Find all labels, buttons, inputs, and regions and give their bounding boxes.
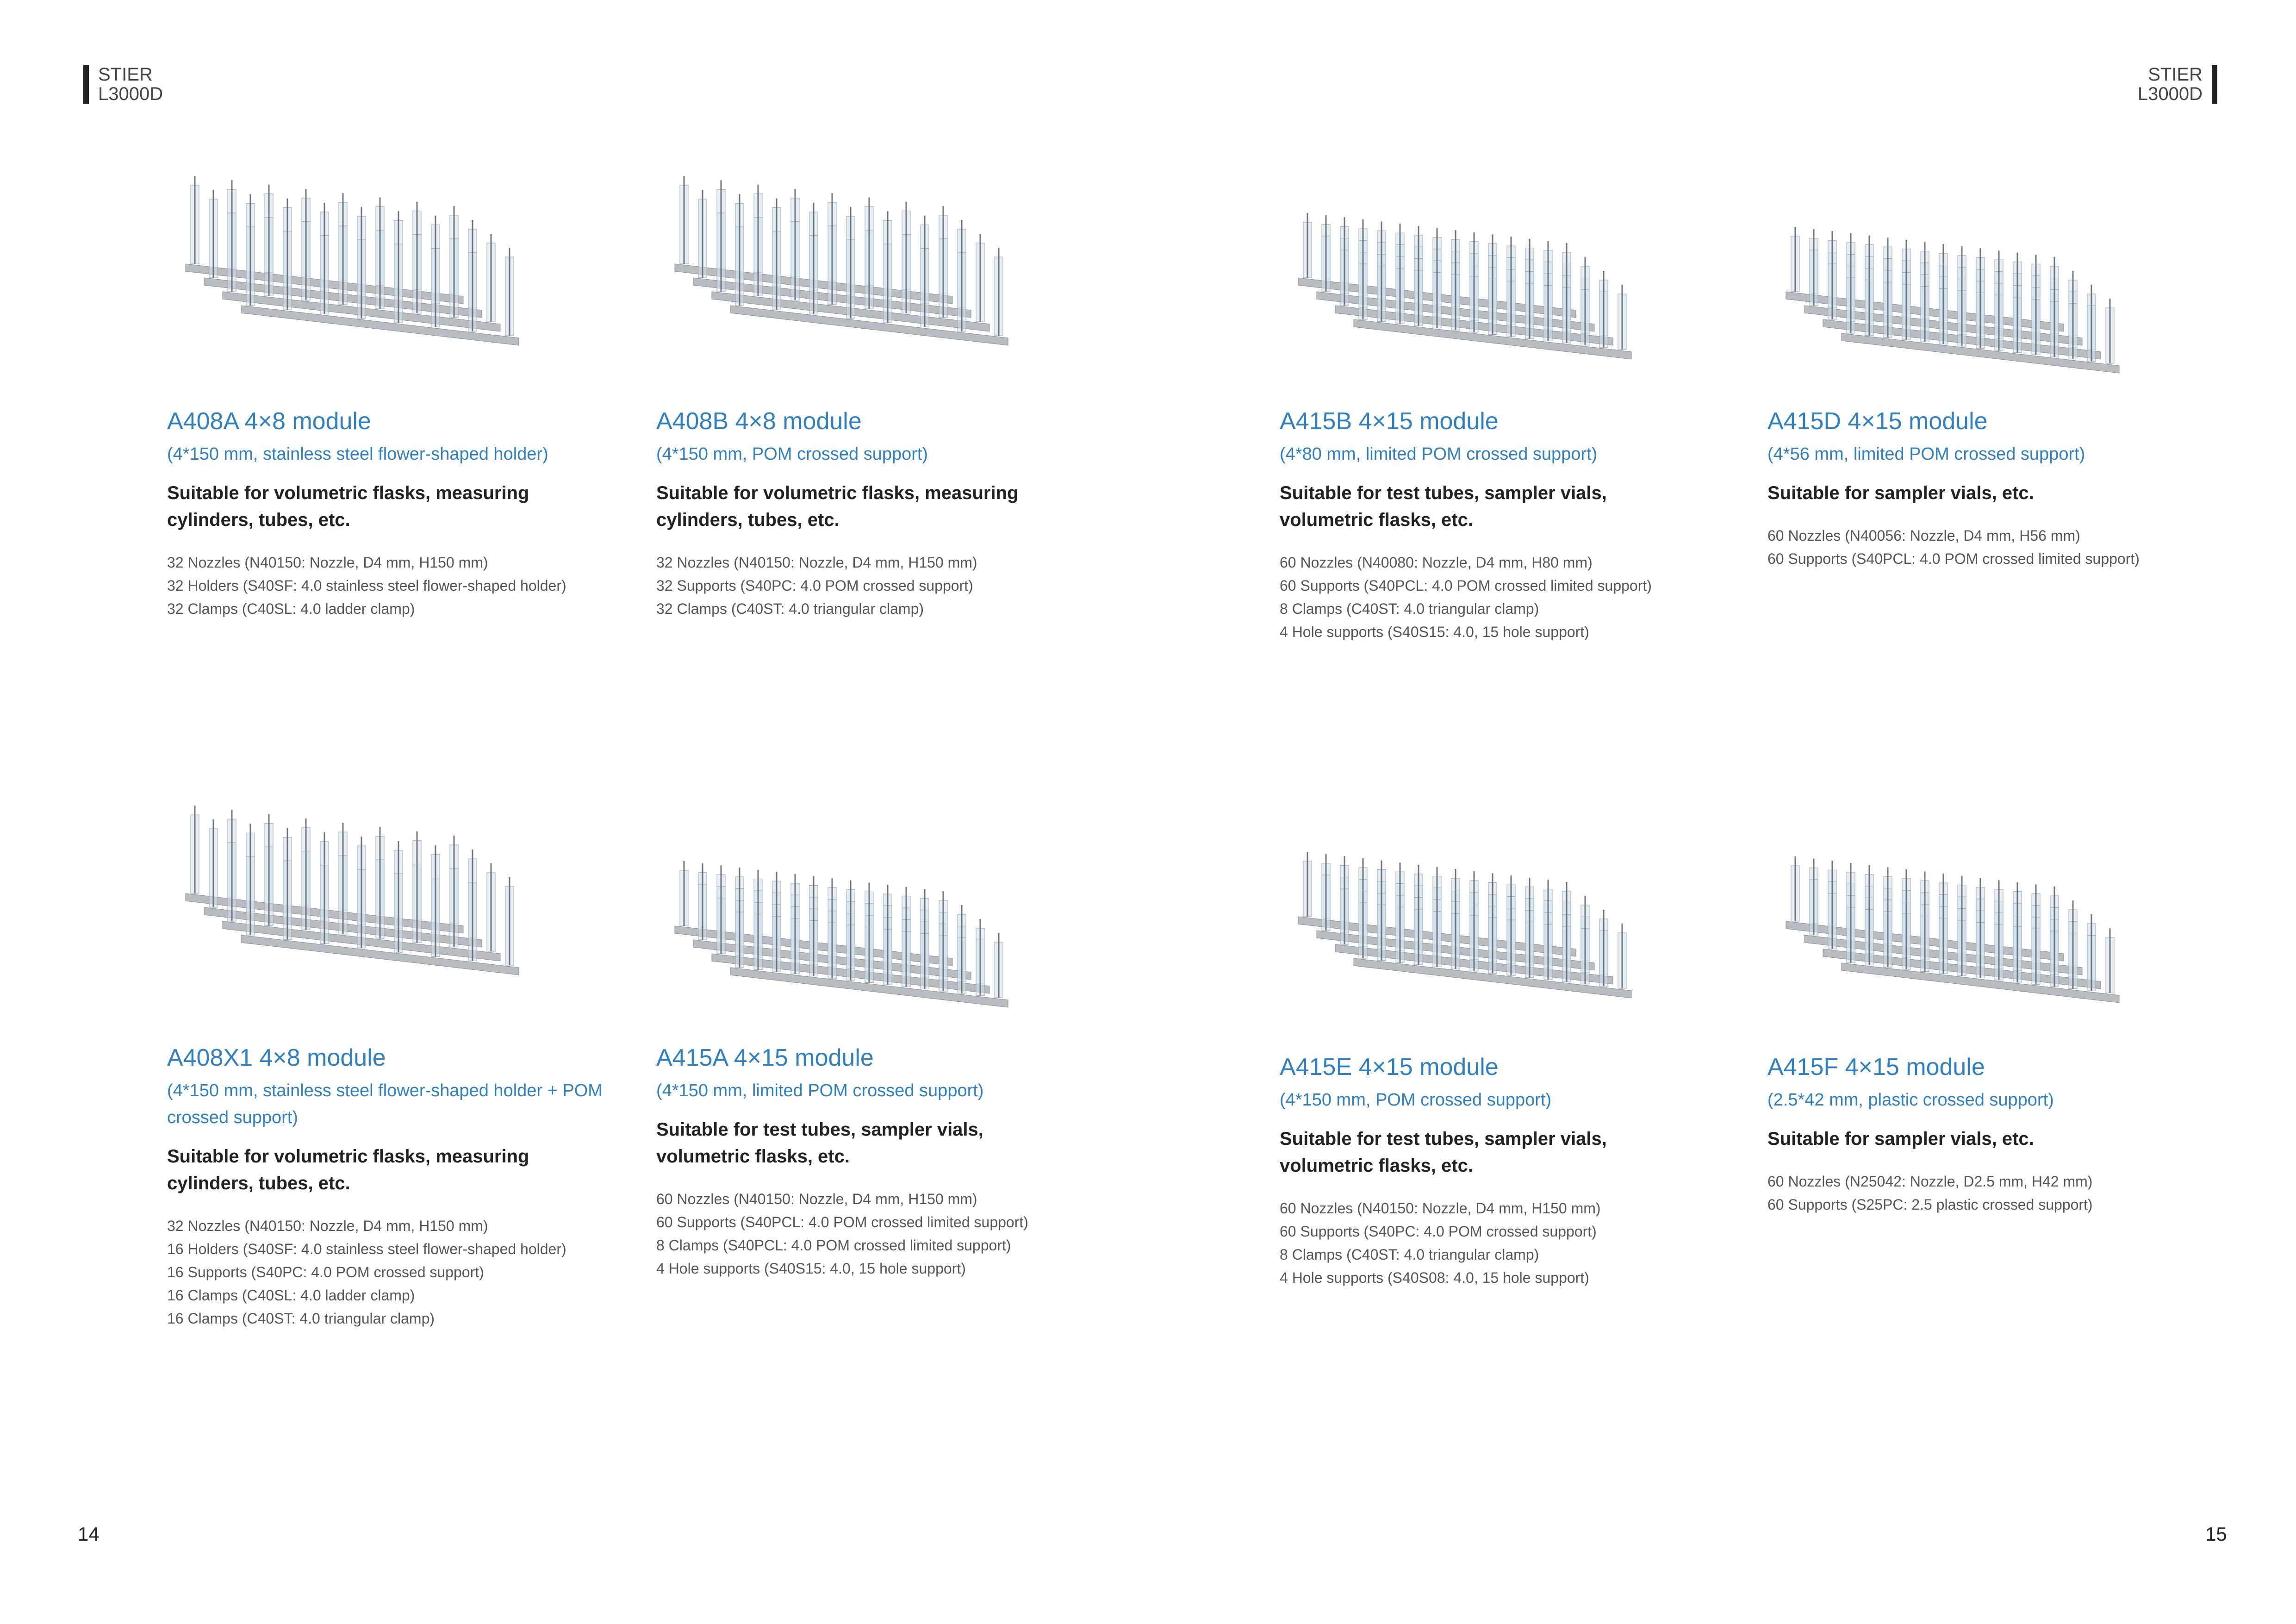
rack-rail bbox=[241, 935, 519, 975]
module-subtitle: (2.5*42 mm, plastic crossed support) bbox=[1767, 1090, 2054, 1110]
component-item: 16 Clamps (C40ST: 4.0 triangular clamp) bbox=[167, 1310, 435, 1327]
module-card: A415F 4×15 module (2.5*42 mm, plastic cro… bbox=[1767, 1053, 2184, 1216]
module-card: A415B 4×15 module (4*80 mm, limited POM c… bbox=[1280, 407, 1696, 643]
module-description: Suitable for sampler vials, etc. bbox=[1767, 483, 2034, 503]
rack-rail bbox=[1353, 319, 1632, 360]
component-list: 60 Nozzles (N40150: Nozzle, D4 mm, H150 … bbox=[656, 1187, 1036, 1280]
rack-rail bbox=[1841, 333, 2120, 374]
module-description: Suitable for test tubes, sampler vials, … bbox=[1280, 1129, 1607, 1176]
component-item: 4 Hole supports (S40S08: 4.0, 15 hole su… bbox=[1280, 1269, 1589, 1286]
component-list: 60 Nozzles (N25042: Nozzle, D2.5 mm, H42… bbox=[1767, 1170, 2184, 1216]
component-item: 4 Hole supports (S40S15: 4.0, 15 hole su… bbox=[656, 1260, 966, 1277]
rack-rail bbox=[1353, 958, 1632, 999]
module-description: Suitable for volumetric flasks, measurin… bbox=[167, 483, 529, 530]
component-item: 32 Nozzles (N40150: Nozzle, D4 mm, H150 … bbox=[656, 554, 977, 571]
component-item: 60 Nozzles (N40056: Nozzle, D4 mm, H56 m… bbox=[1767, 527, 2080, 544]
component-item: 4 Hole supports (S40S15: 4.0, 15 hole su… bbox=[1280, 624, 1589, 640]
module-card: A415E 4×15 module (4*150 mm, POM crossed … bbox=[1280, 1053, 1696, 1289]
component-item: 16 Clamps (C40SL: 4.0 ladder clamp) bbox=[167, 1287, 415, 1304]
rack-rail bbox=[730, 305, 1008, 346]
rack-module-image bbox=[674, 861, 1008, 1008]
module-card: A408B 4×8 module (4*150 mm, POM crossed s… bbox=[656, 407, 1036, 620]
component-item: 60 Supports (S40PCL: 4.0 POM crossed lim… bbox=[1280, 577, 1652, 594]
component-item: 60 Nozzles (N40150: Nozzle, D4 mm, H150 … bbox=[1280, 1200, 1601, 1217]
module-title: A415E 4×15 module bbox=[1280, 1054, 1499, 1081]
component-list: 32 Nozzles (N40150: Nozzle, D4 mm, H150 … bbox=[656, 551, 1036, 620]
module-description: Suitable for sampler vials, etc. bbox=[1767, 1129, 2034, 1149]
component-list: 32 Nozzles (N40150: Nozzle, D4 mm, H150 … bbox=[167, 1214, 611, 1330]
module-card: A415A 4×15 module (4*150 mm, limited POM … bbox=[656, 1044, 1036, 1280]
component-item: 32 Holders (S40SF: 4.0 stainless steel f… bbox=[167, 577, 566, 594]
component-item: 60 Nozzles (N40150: Nozzle, D4 mm, H150 … bbox=[656, 1191, 977, 1207]
model-label: L3000D bbox=[2137, 84, 2203, 104]
module-title: A415B 4×15 module bbox=[1280, 408, 1499, 435]
module-title: A415D 4×15 module bbox=[1767, 408, 1988, 435]
rack-module-image bbox=[674, 176, 1008, 346]
component-item: 8 Clamps (C40ST: 4.0 triangular clamp) bbox=[1280, 1246, 1539, 1263]
rack-module-image bbox=[1786, 227, 2120, 374]
component-item: 60 Nozzles (N25042: Nozzle, D2.5 mm, H42… bbox=[1767, 1173, 2093, 1190]
component-item: 16 Holders (S40SF: 4.0 stainless steel f… bbox=[167, 1241, 566, 1257]
component-item: 32 Clamps (C40ST: 4.0 triangular clamp) bbox=[656, 600, 924, 617]
module-subtitle: (4*150 mm, POM crossed support) bbox=[1280, 1090, 1552, 1110]
component-list: 32 Nozzles (N40150: Nozzle, D4 mm, H150 … bbox=[167, 551, 611, 620]
component-item: 32 Nozzles (N40150: Nozzle, D4 mm, H150 … bbox=[167, 1218, 488, 1234]
component-item: 16 Supports (S40PC: 4.0 POM crossed supp… bbox=[167, 1264, 484, 1280]
header-left: STIER L3000D bbox=[83, 65, 163, 104]
rack-rail bbox=[730, 967, 1008, 1008]
module-subtitle: (4*56 mm, limited POM crossed support) bbox=[1767, 444, 2085, 464]
component-list: 60 Nozzles (N40080: Nozzle, D4 mm, H80 m… bbox=[1280, 551, 1696, 643]
rack-rail bbox=[241, 305, 519, 346]
component-item: 60 Supports (S40PC: 4.0 POM crossed supp… bbox=[1280, 1223, 1597, 1240]
module-description: Suitable for volumetric flasks, measurin… bbox=[167, 1146, 529, 1193]
module-title: A415F 4×15 module bbox=[1767, 1054, 1985, 1081]
module-card: A415D 4×15 module (4*56 mm, limited POM c… bbox=[1767, 407, 2184, 570]
component-item: 60 Supports (S40PCL: 4.0 POM crossed lim… bbox=[1767, 550, 2140, 567]
rack-rail bbox=[1841, 962, 2120, 1003]
header-right: STIER L3000D bbox=[2138, 65, 2217, 104]
module-subtitle: (4*150 mm, limited POM crossed support) bbox=[656, 1081, 984, 1100]
component-item: 32 Clamps (C40SL: 4.0 ladder clamp) bbox=[167, 600, 415, 617]
component-item: 32 Supports (S40PC: 4.0 POM crossed supp… bbox=[656, 577, 973, 594]
module-subtitle: (4*150 mm, stainless steel flower-shaped… bbox=[167, 444, 548, 464]
module-card: A408X1 4×8 module (4*150 mm, stainless st… bbox=[167, 1044, 611, 1330]
module-description: Suitable for test tubes, sampler vials, … bbox=[656, 1119, 983, 1167]
module-subtitle: (4*150 mm, POM crossed support) bbox=[656, 444, 928, 464]
module-subtitle: (4*80 mm, limited POM crossed support) bbox=[1280, 444, 1598, 464]
component-list: 60 Nozzles (N40056: Nozzle, D4 mm, H56 m… bbox=[1767, 524, 2184, 570]
module-description: Suitable for volumetric flasks, measurin… bbox=[656, 483, 1019, 530]
component-item: 8 Clamps (S40PCL: 4.0 POM crossed limite… bbox=[656, 1237, 1011, 1254]
module-card: A408A 4×8 module (4*150 mm, stainless ste… bbox=[167, 407, 611, 620]
page-number-right: 15 bbox=[2205, 1523, 2227, 1545]
model-label: L3000D bbox=[98, 84, 163, 104]
rack-module-image bbox=[1298, 213, 1632, 360]
module-title: A415A 4×15 module bbox=[656, 1044, 874, 1071]
rack-module-image bbox=[1298, 852, 1632, 999]
component-item: 32 Nozzles (N40150: Nozzle, D4 mm, H150 … bbox=[167, 554, 488, 571]
module-subtitle: (4*150 mm, stainless steel flower-shaped… bbox=[167, 1081, 603, 1127]
rack-module-image bbox=[1786, 856, 2120, 1003]
brand-label: STIER bbox=[2148, 64, 2203, 85]
rack-module-image bbox=[185, 806, 519, 975]
component-list: 60 Nozzles (N40150: Nozzle, D4 mm, H150 … bbox=[1280, 1197, 1696, 1289]
module-description: Suitable for test tubes, sampler vials, … bbox=[1280, 483, 1607, 530]
page-number-left: 14 bbox=[78, 1523, 100, 1545]
component-item: 8 Clamps (C40ST: 4.0 triangular clamp) bbox=[1280, 600, 1539, 617]
rack-module-image bbox=[185, 176, 519, 346]
brand-label: STIER bbox=[98, 64, 153, 85]
module-title: A408X1 4×8 module bbox=[167, 1044, 386, 1071]
component-item: 60 Nozzles (N40080: Nozzle, D4 mm, H80 m… bbox=[1280, 554, 1593, 571]
component-item: 60 Supports (S25PC: 2.5 plastic crossed … bbox=[1767, 1196, 2093, 1213]
component-item: 60 Supports (S40PCL: 4.0 POM crossed lim… bbox=[656, 1214, 1028, 1230]
module-title: A408A 4×8 module bbox=[167, 408, 371, 435]
module-title: A408B 4×8 module bbox=[656, 408, 862, 435]
